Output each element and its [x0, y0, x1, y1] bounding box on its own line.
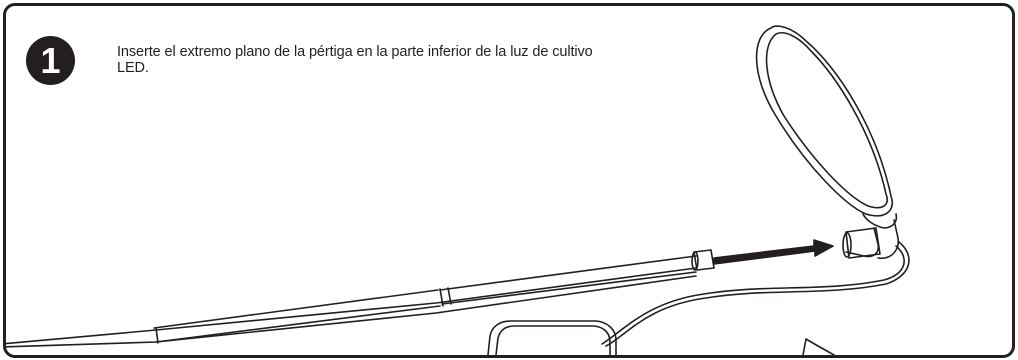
power-adapter — [487, 320, 617, 355]
step-number-badge: 1 — [26, 36, 75, 85]
instruction-panel: 1 Inserte el extremo plano de la pértiga… — [3, 3, 1015, 358]
corner-decoration — [802, 338, 835, 355]
led-grow-light — [755, 25, 900, 260]
telescopic-pole — [6, 249, 715, 348]
power-cable — [601, 241, 910, 347]
step-instruction-text: Inserte el extremo plano de la pértiga e… — [117, 44, 593, 76]
assembly-illustration — [6, 25, 910, 355]
insert-arrow — [713, 239, 834, 265]
